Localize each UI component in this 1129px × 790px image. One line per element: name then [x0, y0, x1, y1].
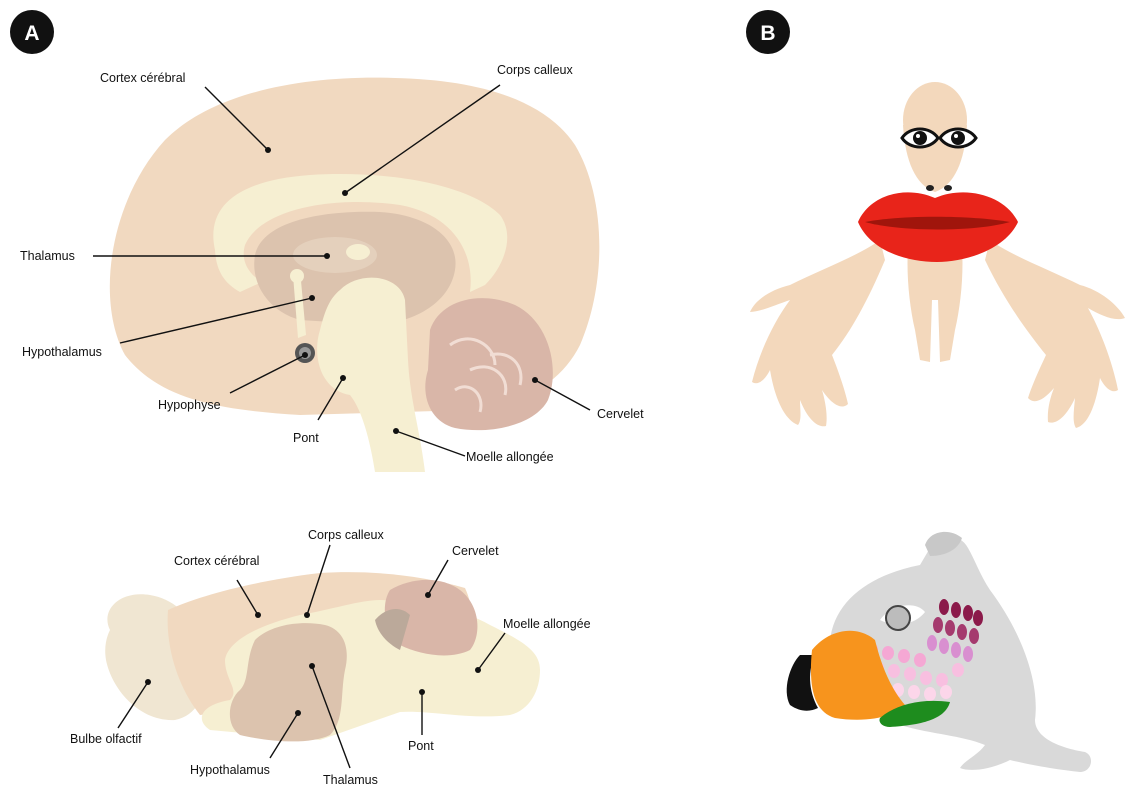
thalamus-marker — [324, 253, 330, 259]
rat-label-thalamus: Thalamus — [323, 773, 378, 787]
human-optic-chiasm — [290, 269, 304, 283]
label-medulla: Moelle allongée — [466, 450, 554, 464]
label-hypothalamus: Hypothalamus — [22, 345, 102, 359]
homunculus-left-hand — [750, 240, 885, 426]
badge-a-label: A — [24, 22, 39, 45]
medulla-marker — [393, 428, 399, 434]
label-corpus-callosum: Corps calleux — [497, 63, 573, 77]
hypothalamus-marker — [309, 295, 315, 301]
rat-hypothalamus-marker — [295, 710, 301, 716]
badge-b-label: B — [760, 22, 775, 45]
label-cerebellum: Cervelet — [597, 407, 644, 421]
rat-medulla-marker — [475, 667, 481, 673]
rat-eye-icon — [886, 606, 910, 630]
human-thalamus-spot — [346, 244, 370, 260]
human-brain — [110, 78, 600, 472]
rat-cortex-marker — [255, 612, 261, 618]
cortex-marker — [265, 147, 271, 153]
rat-corpus-callosum-marker — [304, 612, 310, 618]
label-cortex: Cortex cérébral — [100, 71, 185, 85]
label-thalamus: Thalamus — [20, 249, 75, 263]
rat-label-corpus-callosum: Corps calleux — [308, 528, 384, 542]
human-pons — [322, 310, 378, 390]
rat-label-cerebellum: Cervelet — [452, 544, 499, 558]
homunculus-right-hand — [985, 240, 1125, 428]
corpus-callosum-marker — [342, 190, 348, 196]
rat-label-pons: Pont — [408, 739, 434, 753]
panel-a: A — [10, 10, 644, 472]
nostril-left — [926, 185, 934, 191]
cerebellum-marker — [532, 377, 538, 383]
rat-thalamus-marker — [309, 663, 315, 669]
pituitary-marker — [302, 352, 308, 358]
rat-brain — [105, 572, 540, 741]
rat-label-medulla: Moelle allongée — [503, 617, 591, 631]
rat-somatotopy — [787, 532, 1091, 772]
rat-pons-marker — [419, 689, 425, 695]
rat-label-olfactory-bulb: Bulbe olfactif — [70, 732, 142, 746]
rat-label-hypothalamus: Hypothalamus — [190, 763, 270, 777]
rat-brain-panel: Cortex cérébral Corps calleux Cervelet M… — [70, 528, 591, 787]
pons-marker — [340, 375, 346, 381]
rat-label-cortex: Cortex cérébral — [174, 554, 259, 568]
rat-olfactory-marker — [145, 679, 151, 685]
rat-cerebellum-marker — [425, 592, 431, 598]
label-pons: Pont — [293, 431, 319, 445]
label-pituitary: Hypophyse — [158, 398, 221, 412]
nostril-right — [944, 185, 952, 191]
panel-b: B — [746, 10, 1125, 772]
